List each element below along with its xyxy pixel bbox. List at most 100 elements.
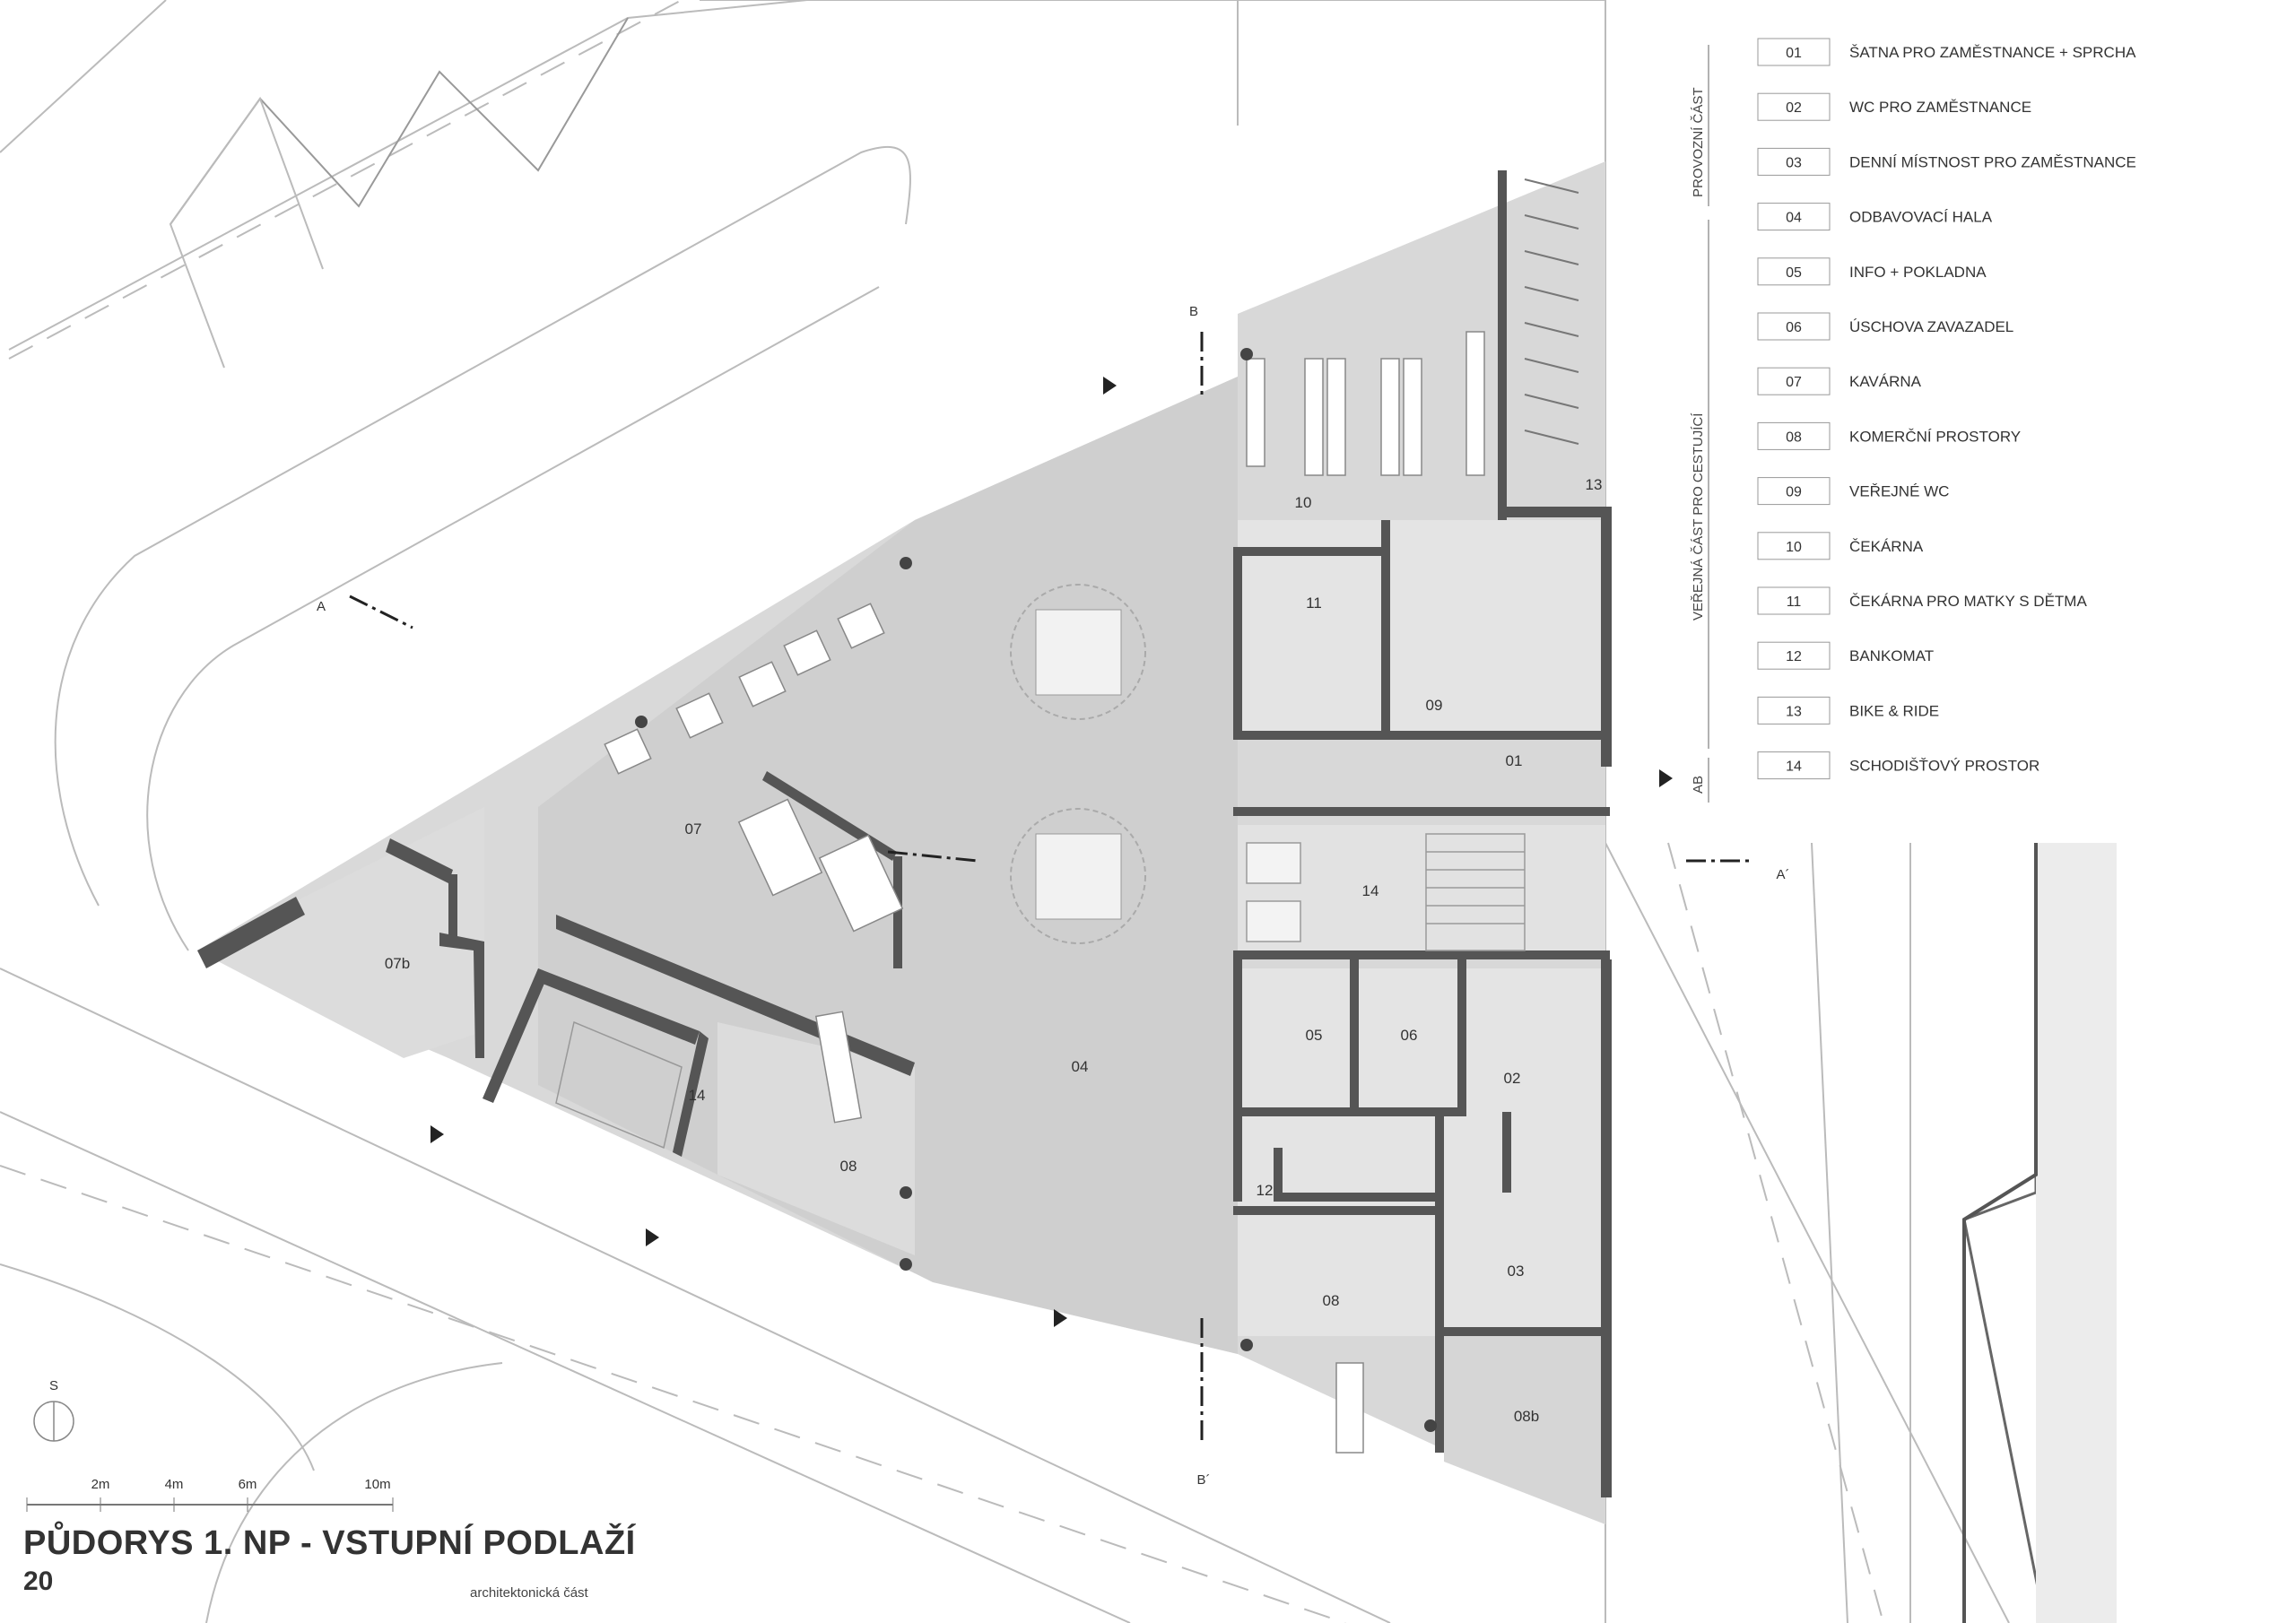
legend-label: BANKOMAT <box>1849 647 1934 664</box>
legend-label: ČEKÁRNA PRO MATKY S DĚTMA <box>1849 593 2087 610</box>
columns <box>635 348 1437 1432</box>
legend-groups: PROVOZNÍ ČÁST VEŘEJNÁ ČÁST PRO CESTUJÍCÍ… <box>1691 45 1709 803</box>
legend-row-06: 06 ÚSCHOVA ZAVAZADEL <box>1757 312 2013 341</box>
group-provozni-label: PROVOZNÍ ČÁST <box>1691 87 1706 197</box>
group-verejna-label: VEŘEJNÁ ČÁST PRO CESTUJÍCÍ <box>1691 412 1706 621</box>
legend-row-03: 03 DENNÍ MÍSTNOST PRO ZAMĚSTNANCE <box>1757 147 2136 176</box>
legend-label: WC PRO ZAMĚSTNANCE <box>1849 99 2031 116</box>
page-title: PŮDORYS 1. NP - VSTUPNÍ PODLAŽÍ <box>23 1524 636 1562</box>
room-14-label: 14 <box>1362 882 1379 899</box>
legend-number-box <box>1757 257 1831 286</box>
legend-number-box <box>1757 92 1831 121</box>
room-08-label: 08 <box>840 1158 857 1175</box>
legend-row-01: 01 ŠATNA PRO ZAMĚSTNANCE + SPRCHA <box>1757 38 2136 66</box>
room-09-label: 09 <box>1426 697 1443 714</box>
tree-planters <box>1010 584 1146 944</box>
legend-label: INFO + POKLADNA <box>1849 264 1987 281</box>
legend-number: 12 <box>1786 649 1802 664</box>
legend-row-13: 13 BIKE & RIDE <box>1757 696 1939 725</box>
room-06-label: 06 <box>1401 1027 1418 1044</box>
section-lines <box>349 332 1749 1444</box>
legend-number: 10 <box>1786 540 1802 555</box>
section-b-label: B <box>1189 304 1198 319</box>
legend-number-box <box>1757 696 1831 725</box>
legend-number: 14 <box>1786 759 1802 775</box>
section-a2-label: A´ <box>1777 867 1790 882</box>
legend-number-box <box>1757 586 1831 615</box>
legend-number: 03 <box>1786 155 1802 170</box>
north-arrow: S <box>33 1378 74 1442</box>
bike-racks <box>1524 178 1579 445</box>
legend-number-box <box>1757 477 1831 506</box>
legend-label: VEŘEJNÉ WC <box>1849 483 1949 500</box>
legend-number-box <box>1757 532 1831 560</box>
north-label: S <box>49 1378 58 1393</box>
legend-label: BIKE & RIDE <box>1849 702 1939 719</box>
room-03-label: 03 <box>1508 1263 1525 1280</box>
room-14-label-2: 14 <box>689 1087 706 1104</box>
legend-number-box <box>1757 312 1831 341</box>
group-ab-label: AB <box>1691 776 1706 794</box>
legend-label: ODBAVOVACÍ HALA <box>1849 209 1993 226</box>
legend-label: ČEKÁRNA <box>1849 538 1924 555</box>
subtitle: architektonická část <box>470 1585 588 1601</box>
legend-row-09: 09 VEŘEJNÉ WC <box>1757 477 1949 506</box>
legend-number: 08 <box>1786 430 1802 445</box>
legend-row-07: 07 KAVÁRNA <box>1757 367 1922 395</box>
legend-row-11: 11 ČEKÁRNA PRO MATKY S DĚTMA <box>1757 586 2087 615</box>
legend-label: KOMERČNÍ PROSTORY <box>1849 428 2021 445</box>
legend-label: ŠATNA PRO ZAMĚSTNANCE + SPRCHA <box>1849 44 2136 61</box>
section-letters: B B´ A A´ <box>317 304 1790 1488</box>
section-b2-label: B´ <box>1197 1472 1211 1488</box>
section-a-label: A <box>317 599 326 614</box>
legend-number: 09 <box>1786 485 1802 500</box>
legend-row-10: 10 ČEKÁRNA <box>1757 532 1924 560</box>
room-08-label-2: 08 <box>1323 1292 1340 1309</box>
room-07b-label: 07b <box>385 955 410 972</box>
legend-label: ÚSCHOVA ZAVAZADEL <box>1849 318 2013 335</box>
legend-label: KAVÁRNA <box>1849 373 1922 390</box>
room-labels: 01 02 03 04 05 06 07 07b 08 08 08b 09 10… <box>385 476 1603 1425</box>
legend-number-box <box>1757 421 1831 450</box>
room-13-label: 13 <box>1586 476 1603 493</box>
room-12-label: 12 <box>1257 1182 1274 1199</box>
entrance-arrows <box>430 377 1673 1327</box>
site-shadow <box>2036 843 2117 1623</box>
title-block: PŮDORYS 1. NP - VSTUPNÍ PODLAŽÍ 20 <box>23 1524 636 1597</box>
legend-label: SCHODIŠŤOVÝ PROSTOR <box>1849 758 2039 775</box>
legend-number: 13 <box>1786 704 1802 719</box>
adjacent-building <box>1962 843 2038 1623</box>
legend-number: 05 <box>1786 265 1802 281</box>
room-08b-label: 08b <box>1514 1408 1539 1425</box>
legend-number-box <box>1757 147 1831 176</box>
scale-10m: 10m <box>364 1477 390 1492</box>
legend-number-box <box>1757 751 1831 780</box>
page-number: 20 <box>23 1567 54 1596</box>
legend-row-05: 05 INFO + POKLADNA <box>1757 257 1987 286</box>
room-11-label: 11 <box>1306 595 1322 612</box>
room-04-label: 04 <box>1072 1058 1089 1075</box>
legend-row-12: 12 BANKOMAT <box>1757 641 1934 670</box>
room-07-label: 07 <box>685 820 702 838</box>
legend-number-box <box>1757 641 1831 670</box>
legend-number: 01 <box>1786 46 1802 61</box>
furniture <box>604 331 1485 1454</box>
legend-row-08: 08 KOMERČNÍ PROSTORY <box>1757 421 2021 450</box>
legend-number: 11 <box>1787 595 1802 610</box>
legend-label: DENNÍ MÍSTNOST PRO ZAMĚSTNANCE <box>1849 153 2136 170</box>
legend-number-box <box>1757 367 1831 395</box>
scale-4m: 4m <box>165 1477 184 1492</box>
scale-6m: 6m <box>239 1477 257 1492</box>
legend-number: 06 <box>1786 320 1802 335</box>
staircases <box>555 833 1526 1150</box>
scale-bar: 2m 4m 6m 10m <box>26 1477 394 1512</box>
legend-number: 07 <box>1786 375 1802 390</box>
legend-row-14: 14 SCHODIŠŤOVÝ PROSTOR <box>1757 751 2039 780</box>
room-01-label: 01 <box>1506 752 1523 769</box>
room-02-label: 02 <box>1504 1070 1521 1087</box>
scale-2m: 2m <box>91 1477 110 1492</box>
